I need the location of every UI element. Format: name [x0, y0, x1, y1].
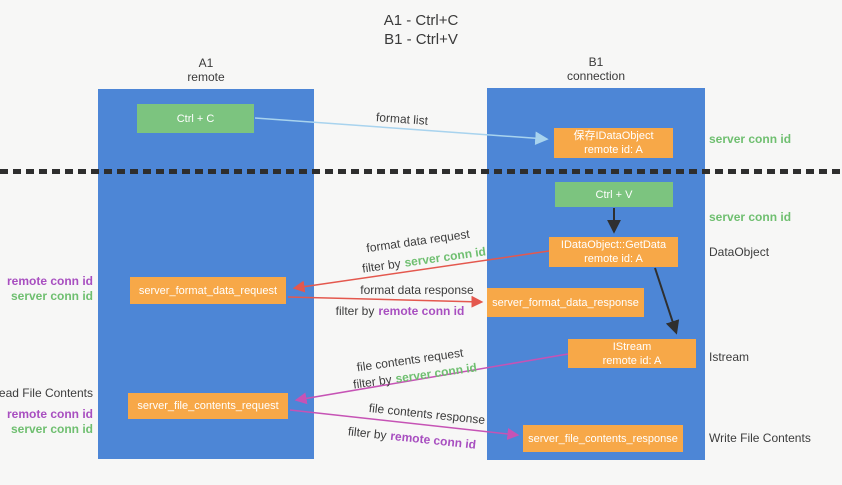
- file-conn-id-pair: remote conn id server conn id: [7, 407, 93, 437]
- format-conn-id-pair: remote conn id server conn id: [7, 274, 93, 304]
- remote-conn-id-annotation: remote conn id: [6, 407, 93, 421]
- remote-conn-id-annotation: remote conn id: [6, 274, 93, 288]
- column-b-header: B1 connection: [487, 55, 705, 83]
- istream-box: IStream remote id: A: [568, 339, 696, 368]
- ctrl-v-box: Ctrl + V: [555, 182, 673, 207]
- remote-conn-id-key: remote conn id: [378, 304, 465, 318]
- title-line-b1: B1 - Ctrl+V: [384, 31, 458, 48]
- server-format-data-request-box: server_format_data_request: [130, 277, 286, 304]
- column-a-role: remote: [187, 70, 225, 84]
- diagram-title: A1 - Ctrl+C B1 - Ctrl+V: [0, 11, 842, 49]
- server-file-contents-response-label: server_file_contents_response: [528, 432, 678, 445]
- server-conn-id-annotation-mid: server conn id: [709, 210, 792, 224]
- format-list-label: format list: [375, 110, 429, 128]
- server-conn-id-annotation: server conn id: [10, 289, 93, 303]
- getdata-line1: IDataObject::GetData: [560, 239, 667, 251]
- ctrl-c-label: Ctrl + C: [176, 112, 215, 125]
- server-file-contents-response-box: server_file_contents_response: [523, 425, 683, 452]
- file-contents-response-label: file contents response: [368, 400, 486, 428]
- format-response-filter-label: filter by remote conn id: [335, 304, 465, 318]
- title-line-a1: A1 - Ctrl+C: [383, 12, 459, 29]
- istream-line1: IStream: [612, 340, 652, 353]
- server-format-data-request-label: server_format_data_request: [138, 284, 278, 297]
- server-format-data-response-label: server_format_data_response: [492, 296, 639, 309]
- write-file-contents-annotation: Write File Contents: [709, 431, 811, 445]
- save-idataobject-line1: 保存IDataObject: [573, 130, 654, 142]
- save-idataobject-line2: remote id: A: [584, 144, 643, 156]
- server-file-contents-request-box: server_file_contents_request: [128, 393, 288, 419]
- getdata-line2: remote id: A: [584, 253, 643, 265]
- dataobject-annotation: DataObject: [709, 245, 770, 259]
- server-conn-id-annotation-top: server conn id: [709, 132, 792, 146]
- ctrl-c-box: Ctrl + C: [137, 104, 254, 133]
- remote-conn-id-key: remote conn id: [389, 428, 477, 452]
- idataobject-getdata-box: IDataObject::GetData remote id: A: [549, 237, 678, 267]
- column-b-role: connection: [566, 69, 626, 83]
- format-data-response-label: format data response: [360, 283, 474, 297]
- server-conn-id-annotation: server conn id: [10, 422, 93, 436]
- istream-annotation: Istream: [709, 350, 750, 364]
- column-b-name: B1: [588, 55, 604, 69]
- server-format-data-response-box: server_format_data_response: [487, 288, 644, 317]
- dotted-separator-line: [0, 169, 842, 174]
- arrow-format-data-response: [287, 295, 484, 308]
- file-response-filter-label: filter by remote conn id: [347, 424, 477, 452]
- ctrl-v-label: Ctrl + V: [595, 188, 633, 201]
- save-idataobject-box: 保存IDataObject remote id: A: [554, 128, 673, 158]
- read-file-contents-annotation: Read File Contents: [0, 386, 93, 400]
- column-a-name: A1: [198, 56, 214, 70]
- server-file-contents-request-label: server_file_contents_request: [137, 400, 279, 412]
- column-a-header: A1 remote: [98, 56, 314, 84]
- istream-line2: remote id: A: [602, 354, 662, 367]
